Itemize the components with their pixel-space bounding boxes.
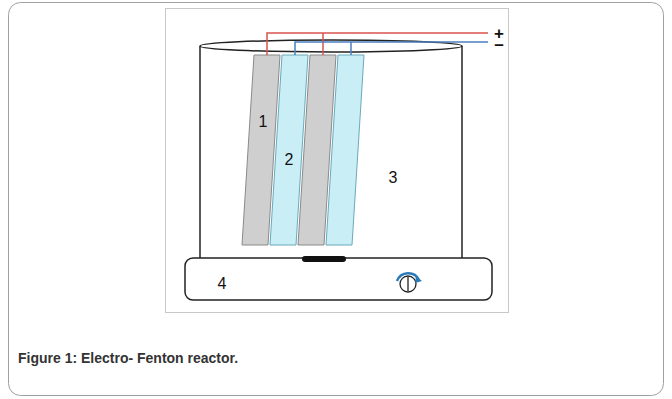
control-knob [400,276,416,292]
callout-number: 3 [389,170,398,186]
wires [267,33,488,55]
callout-number: 2 [285,152,294,168]
image-frame [166,9,509,313]
callout-number: 4 [218,276,227,292]
polarity-sign: – [494,36,503,53]
positive-wire [267,33,488,55]
magnetic-stirrer [185,256,492,300]
callout-number: 1 [259,114,268,130]
figure-card [9,3,664,396]
negative-wire [350,42,352,55]
positive-wire [322,33,324,55]
electrode-plates [242,55,364,245]
beaker [200,40,462,258]
negative-wire [295,42,488,55]
electrode-plate [326,55,364,245]
figure-caption: Figure 1: Electro- Fenton reactor. [18,351,238,365]
